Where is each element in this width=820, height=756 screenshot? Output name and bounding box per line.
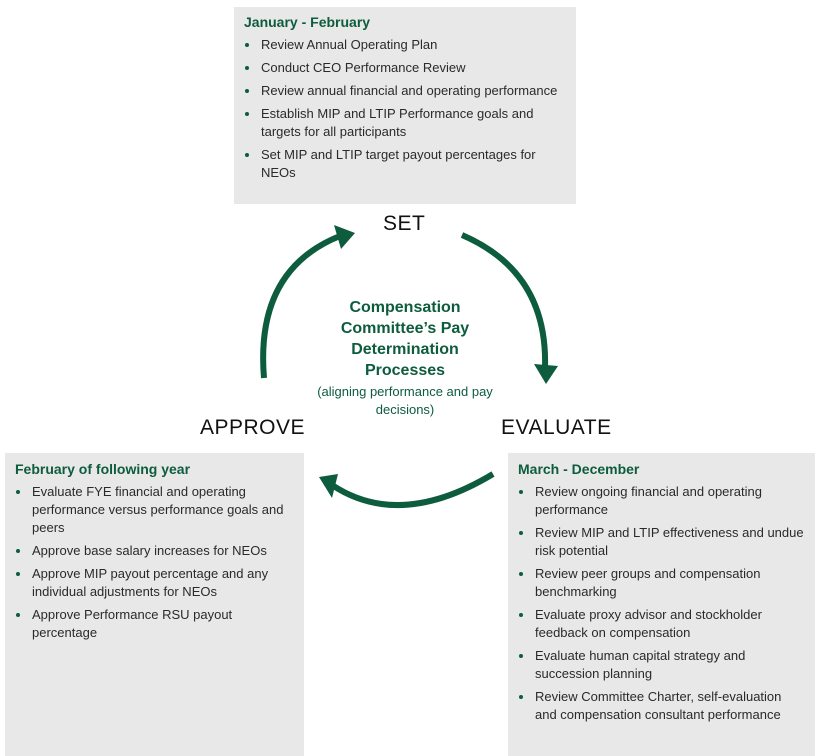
set-item: Set MIP and LTIP target payout percentag…	[244, 146, 566, 182]
approve-item: Approve MIP payout percentage and any in…	[15, 565, 295, 601]
center-title: Compensation Committee’s Pay Determinati…	[340, 299, 470, 379]
arrow-set-to-evaluate	[460, 232, 549, 369]
evaluate-item: Evaluate proxy advisor and stockholder f…	[518, 606, 806, 642]
approve-item: Approve base salary increases for NEOs	[15, 542, 295, 560]
evaluate-item: Review ongoing financial and operating p…	[518, 483, 806, 519]
evaluate-period: March - December	[518, 461, 640, 477]
set-item: Establish MIP and LTIP Performance goals…	[244, 105, 566, 141]
set-item: Review annual financial and operating pe…	[244, 82, 566, 100]
arrowhead-approve	[319, 474, 338, 498]
evaluate-box: March - December Review ongoing financia…	[508, 453, 815, 756]
arrow-evaluate-to-approve	[330, 471, 495, 509]
phase-label-approve: APPROVE	[200, 416, 306, 439]
approve-item: Evaluate FYE financial and operating per…	[15, 483, 295, 537]
approve-box: February of following year Evaluate FYE …	[5, 453, 304, 756]
evaluate-item: Review Committee Charter, self-evaluatio…	[518, 688, 806, 724]
arrow-approve-to-set	[260, 233, 342, 379]
approve-period: February of following year	[15, 461, 191, 477]
approve-item: Approve Performance RSU payout percentag…	[15, 606, 295, 642]
set-item-list: Review Annual Operating Plan Conduct CEO…	[244, 36, 566, 182]
phase-label-evaluate: EVALUATE	[501, 416, 612, 439]
set-box: January - February Review Annual Operati…	[234, 7, 576, 204]
evaluate-item-list: Review ongoing financial and operating p…	[518, 483, 806, 724]
set-period: January - February	[244, 14, 371, 30]
evaluate-item: Evaluate human capital strategy and succ…	[518, 647, 806, 683]
arrowhead-set	[334, 225, 355, 249]
center-subtitle: (aligning performance and pay decisions)	[317, 384, 493, 417]
arrowhead-evaluate	[534, 364, 558, 384]
evaluate-item: Review MIP and LTIP effectiveness and un…	[518, 524, 806, 560]
approve-item-list: Evaluate FYE financial and operating per…	[15, 483, 295, 642]
phase-label-set: SET	[383, 212, 426, 235]
set-item: Conduct CEO Performance Review	[244, 59, 566, 77]
evaluate-item: Review peer groups and compensation benc…	[518, 565, 806, 601]
set-item: Review Annual Operating Plan	[244, 36, 566, 54]
